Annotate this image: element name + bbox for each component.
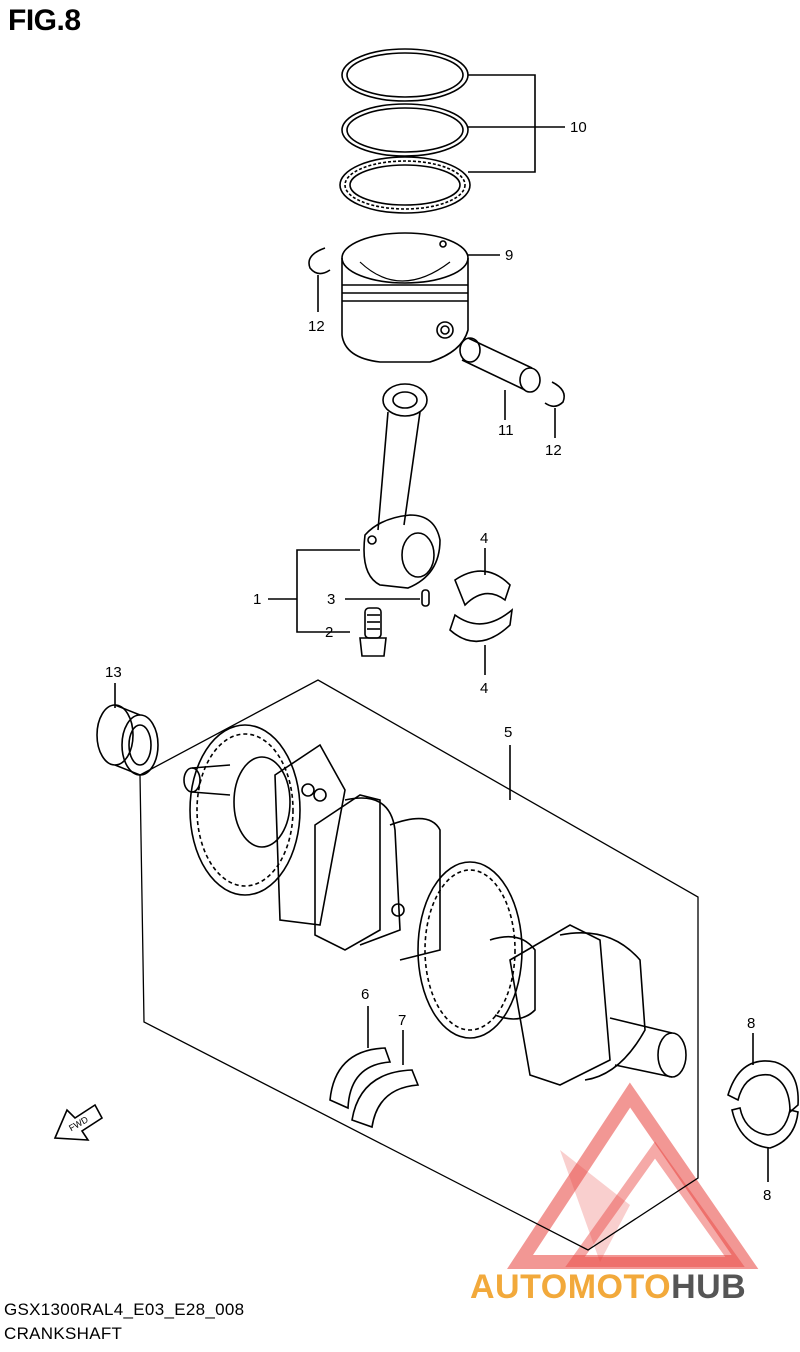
figure-name: CRANKSHAFT (4, 1324, 123, 1343)
crankshaft-icon (183, 724, 687, 1086)
callout-5: 5 (504, 724, 512, 741)
callout-4-upper: 4 (480, 530, 488, 547)
figure-code: GSX1300RAL4_E03_E28_008 (4, 1300, 245, 1319)
main-bearing-icon (727, 1060, 799, 1149)
circlip-icon (544, 381, 565, 408)
bearing-icon (449, 570, 514, 643)
pin-icon (421, 589, 430, 607)
conrod-icon (363, 383, 441, 589)
callout-11: 11 (498, 422, 514, 439)
callout-4-lower: 4 (480, 680, 488, 697)
figure-title: FIG.8 (8, 4, 81, 37)
watermark-logo-icon (507, 1082, 759, 1269)
callout-7: 7 (398, 1012, 406, 1029)
callout-12-left: 12 (308, 318, 325, 335)
callout-2: 2 (325, 624, 333, 641)
callout-3: 3 (327, 591, 335, 608)
callout-10: 10 (570, 119, 587, 136)
watermark-text-part1: AUTOMOTO (470, 1268, 672, 1306)
callout-9: 9 (505, 247, 513, 264)
piston-ring-icon (339, 48, 471, 214)
callout-13: 13 (105, 664, 122, 681)
circlip-icon (308, 247, 331, 275)
piston-icon (341, 232, 469, 363)
thrust-bearing-icon (329, 1047, 420, 1129)
watermark-text-part2: HUB (671, 1268, 747, 1306)
callout-8-upper: 8 (747, 1015, 755, 1032)
bolt-icon (359, 607, 387, 657)
callout-6: 6 (361, 986, 369, 1003)
callout-12-right: 12 (545, 442, 562, 459)
watermark-text: AUTOMOTOHUB (470, 1268, 746, 1307)
pin-icon (459, 337, 541, 393)
crankshaft-outline (139, 679, 699, 1251)
callout-8-lower: 8 (763, 1187, 771, 1204)
callout-1: 1 (253, 591, 261, 608)
fwd-arrow-icon: FWD (53, 1103, 104, 1141)
needle-bearing-icon (96, 704, 159, 776)
